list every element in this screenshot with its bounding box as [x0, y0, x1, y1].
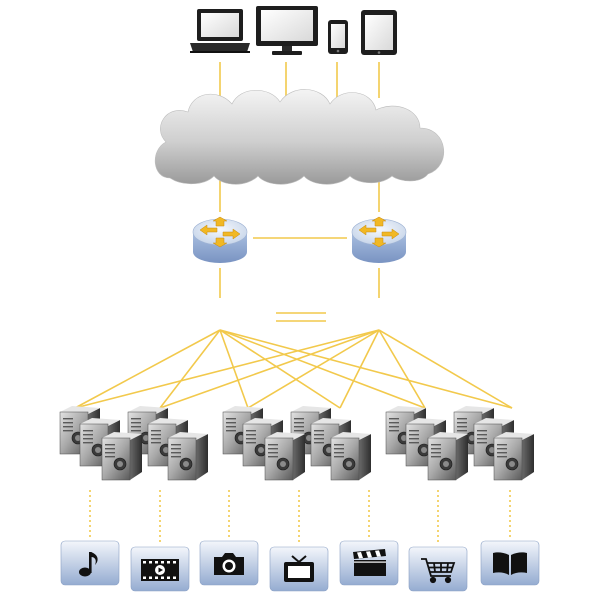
link-fan: [159, 329, 380, 409]
link-fan: [378, 329, 426, 409]
link-fan: [339, 329, 380, 409]
monitor-icon: [256, 6, 318, 55]
link-fan: [159, 329, 221, 409]
link-fan: [219, 329, 249, 409]
link-fan: [74, 329, 221, 409]
link-fan: [219, 329, 341, 409]
link-fan: [219, 329, 513, 409]
cluster-right: [385, 406, 534, 481]
smartphone-icon: [328, 20, 348, 54]
film-play-icon: [141, 559, 179, 581]
server-clusters: [59, 406, 534, 481]
service-books: [480, 540, 540, 586]
shopping-cart-icon: [421, 558, 456, 584]
link-fan: [74, 329, 380, 409]
server-icon: [427, 432, 468, 481]
clapperboard-icon: [353, 549, 386, 576]
cloud-icon: [154, 89, 444, 185]
server-icon: [101, 432, 142, 481]
router-right: [351, 216, 407, 263]
music-note-icon: [79, 552, 98, 577]
server-icon: [330, 432, 371, 481]
router-icon: [351, 216, 407, 263]
router-left: [192, 216, 248, 263]
server-icon: [264, 432, 305, 481]
router-icon: [192, 216, 248, 263]
camera-icon: [214, 553, 244, 575]
service-movies: [339, 540, 399, 586]
client-devices: [190, 6, 397, 55]
cluster-middle: [222, 406, 371, 481]
service-shopping: [408, 546, 468, 592]
service-video: [130, 546, 190, 592]
open-book-icon: [493, 552, 527, 575]
tablet-icon: [361, 10, 397, 55]
link-fan: [247, 329, 380, 409]
service-photos: [199, 540, 259, 586]
tv-icon: [284, 555, 314, 582]
service-music: [60, 540, 120, 586]
link-fan: [219, 329, 426, 409]
service-television: [269, 546, 329, 592]
server-icon: [493, 432, 534, 481]
link-fan: [378, 329, 513, 409]
laptop-icon: [190, 9, 250, 53]
server-icon: [167, 432, 208, 481]
services: [60, 540, 540, 592]
cluster-left: [59, 406, 208, 481]
